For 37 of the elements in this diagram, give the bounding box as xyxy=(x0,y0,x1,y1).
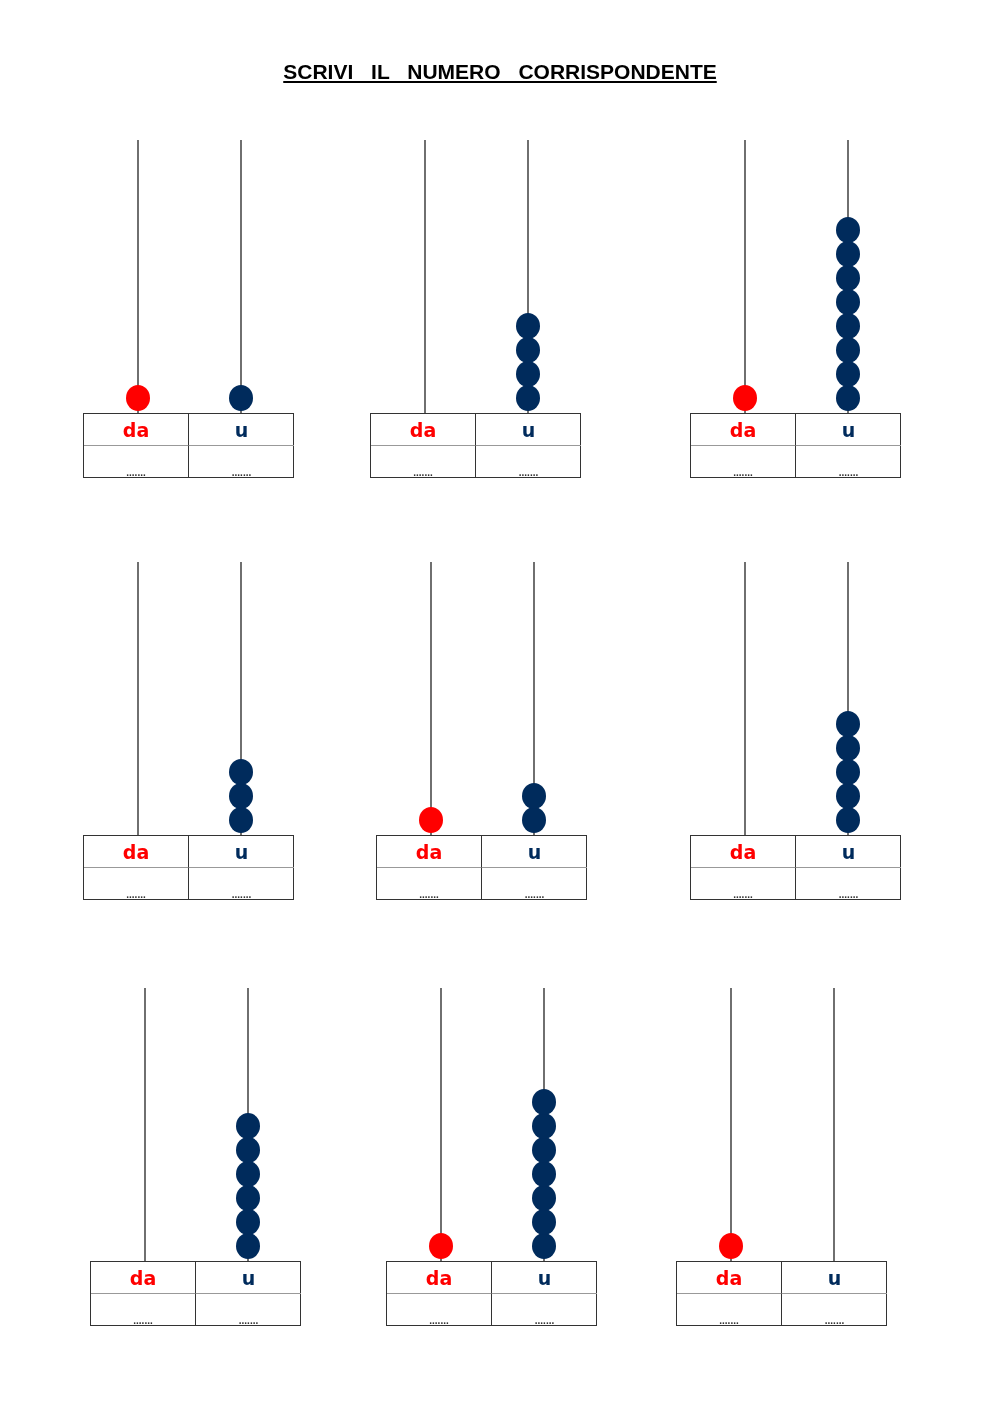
column-header: u xyxy=(841,840,856,863)
worksheet-title: SCRIVI IL NUMERO CORRISPONDENTE xyxy=(283,60,717,83)
column-header: da xyxy=(129,1266,157,1289)
fill-in-dots: ....... xyxy=(838,467,859,478)
column-header: u xyxy=(537,1266,552,1289)
fill-in-dots: ....... xyxy=(413,467,433,478)
column-header: da xyxy=(425,1266,453,1289)
column-header: da xyxy=(122,840,150,863)
fill-in-dots: ....... xyxy=(429,1315,449,1326)
fill-in-dots: ....... xyxy=(126,467,146,478)
column-header: u xyxy=(234,840,249,863)
fill-in-dots: ....... xyxy=(518,467,539,478)
fill-in-dots: ....... xyxy=(733,467,753,478)
column-header: u xyxy=(521,418,536,441)
fill-in-dots: ....... xyxy=(231,889,252,900)
column-header: u xyxy=(841,418,856,441)
fill-in-dots: ....... xyxy=(838,889,859,900)
column-header: da xyxy=(729,418,757,441)
column-header: da xyxy=(729,840,757,863)
fill-in-dots: ....... xyxy=(231,467,252,478)
column-header: u xyxy=(527,840,542,863)
column-header: u xyxy=(827,1266,842,1289)
fill-in-dots: ....... xyxy=(824,1315,845,1326)
fill-in-dots: ....... xyxy=(524,889,545,900)
column-header: da xyxy=(415,840,443,863)
column-header: u xyxy=(234,418,249,441)
fill-in-dots: ....... xyxy=(534,1315,555,1326)
fill-in-dots: ....... xyxy=(126,889,146,900)
column-header: da xyxy=(122,418,150,441)
fill-in-dots: ....... xyxy=(733,889,753,900)
fill-in-dots: ....... xyxy=(133,1315,153,1326)
column-header: da xyxy=(409,418,437,441)
fill-in-dots: ....... xyxy=(719,1315,739,1326)
fill-in-dots: ....... xyxy=(419,889,439,900)
fill-in-dots: ....... xyxy=(238,1315,259,1326)
column-header: da xyxy=(715,1266,743,1289)
column-header: u xyxy=(241,1266,256,1289)
